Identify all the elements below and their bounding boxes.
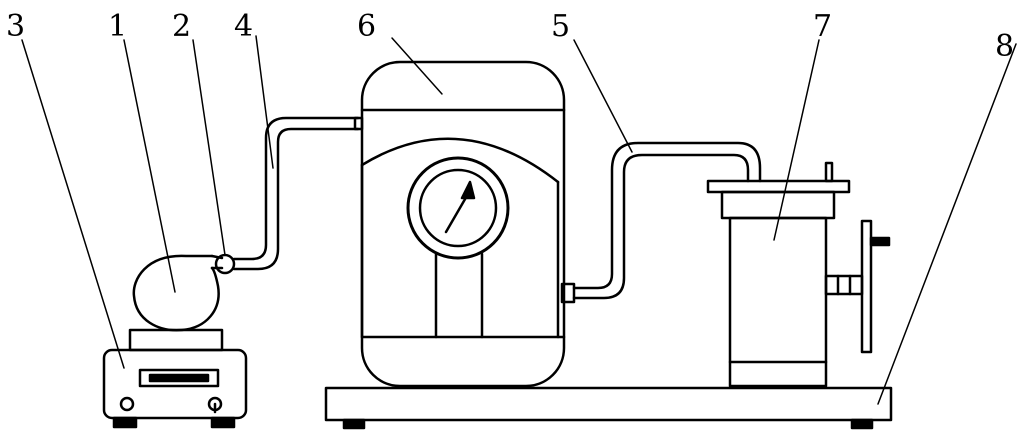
leader-4 xyxy=(255,35,274,169)
pump xyxy=(128,254,224,352)
callout-8: 8 xyxy=(995,29,1015,64)
leader-1 xyxy=(123,39,176,293)
cylinder xyxy=(706,161,891,388)
leader-8 xyxy=(877,43,1017,405)
pipe-5 xyxy=(572,141,762,300)
callout-6: 6 xyxy=(357,9,377,44)
leader-lines xyxy=(21,35,1017,405)
callout-1: 1 xyxy=(108,9,128,44)
leader-5 xyxy=(573,39,633,153)
leader-7 xyxy=(773,39,820,241)
callout-4: 4 xyxy=(234,9,254,44)
callout-7: 7 xyxy=(813,9,833,44)
pipe-4 xyxy=(232,116,360,271)
control-box xyxy=(102,348,248,429)
vessel xyxy=(353,60,576,388)
callout-5: 5 xyxy=(551,9,571,44)
valve xyxy=(214,253,236,275)
callout-3: 3 xyxy=(6,9,26,44)
leader-2 xyxy=(192,39,226,256)
leader-6 xyxy=(391,37,443,95)
callout-2: 2 xyxy=(172,9,192,44)
leader-3 xyxy=(21,39,125,369)
base-platform xyxy=(324,386,893,430)
